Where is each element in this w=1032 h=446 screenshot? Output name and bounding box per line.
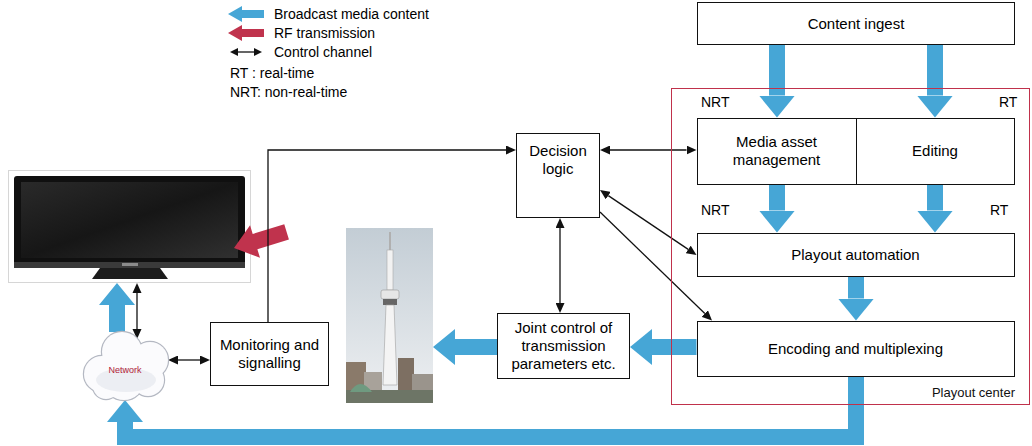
sky	[346, 228, 433, 403]
note-holder: RT : real-time	[230, 65, 314, 81]
rf-arrow	[229, 216, 292, 265]
legend-swatch	[228, 25, 264, 41]
process-box: Joint control of transmission parameters…	[497, 313, 630, 379]
control-arrow	[600, 212, 705, 314]
flow-label: NRT	[700, 202, 731, 218]
flow-label: RT	[989, 202, 1009, 218]
tower-pod	[383, 299, 397, 305]
line-sample	[236, 51, 256, 52]
tower-pod	[381, 290, 399, 299]
abbreviation-note: RT : real-time	[230, 65, 314, 81]
control-arrow	[559, 228, 560, 303]
tv-frame	[9, 171, 251, 283]
arrow-head	[230, 48, 238, 56]
edge-label-holder: RT	[989, 202, 1009, 218]
legend-sample	[226, 25, 266, 41]
abbreviation-note: NRT: non-real-time	[230, 84, 347, 100]
legend-row: RF transmission	[226, 23, 429, 42]
node-label: Media asset management	[704, 133, 850, 169]
control-arrow	[610, 149, 687, 150]
edge-label-holder: NRT	[700, 94, 731, 110]
tv-logo	[122, 263, 138, 266]
media-flow-arrow	[652, 339, 697, 355]
tv-illustration	[9, 171, 251, 283]
node-label: Editing	[912, 142, 958, 160]
node-label: Content ingest	[808, 15, 905, 33]
legend-text: RF transmission	[274, 25, 375, 41]
tower-shaft	[383, 305, 397, 385]
node-label: Playout center	[932, 385, 1015, 401]
edge-label-holder: RT	[998, 94, 1018, 110]
control-line	[136, 292, 137, 330]
tower-photo	[346, 228, 433, 403]
process-box: Playout automation	[697, 233, 1015, 277]
legend: Broadcast media content RF transmissionCo…	[226, 4, 429, 61]
node-label: Encoding and multiplexing	[768, 340, 943, 358]
mast	[387, 250, 393, 290]
media-flow-arrow	[848, 277, 864, 299]
network-cloud: Network	[82, 330, 168, 400]
process-box: Monitoring and signalling	[210, 322, 329, 386]
node-label: Joint control of transmission parameters…	[504, 319, 623, 373]
group-frame: Playout center Media asset management Edit…	[671, 88, 1030, 405]
legend-swatch	[228, 6, 264, 22]
edge-label-holder: NRT	[700, 202, 731, 218]
legend-row: Control channel	[226, 42, 429, 61]
legend-sample	[226, 44, 266, 60]
flow-label: RT	[998, 94, 1018, 110]
process-box: Decision logic	[516, 133, 600, 218]
process-box: Encoding and multiplexing	[697, 321, 1015, 377]
arrow-head	[254, 48, 262, 56]
node-label: Playout automation	[791, 246, 919, 264]
arrow-head	[133, 283, 142, 293]
tv-screen	[21, 182, 238, 258]
media-flow-arrow	[769, 185, 785, 211]
control-arrow	[608, 196, 688, 250]
dome	[350, 384, 372, 392]
node-label: Network	[108, 366, 141, 375]
tv-stand	[92, 268, 168, 279]
tv-bezel	[14, 262, 245, 268]
control-arrow	[268, 150, 506, 322]
legend-row: Broadcast media content	[226, 4, 429, 23]
note-holder: NRT: non-real-time	[230, 84, 347, 100]
antenna	[389, 232, 391, 252]
node-label: Monitoring and signalling	[217, 336, 322, 372]
legend-text: Control channel	[274, 44, 372, 60]
rf-arrow	[229, 216, 292, 265]
process-box: Media asset management	[697, 118, 857, 185]
media-arrow	[433, 329, 497, 365]
media-flow-arrow	[927, 185, 943, 211]
tv-body	[14, 176, 245, 268]
control-line	[133, 283, 142, 339]
flow-label: NRT	[700, 94, 731, 110]
process-box: Editing	[856, 118, 1015, 185]
legend-text: Broadcast media content	[274, 6, 429, 22]
legend-sample	[226, 6, 266, 22]
media-arrow	[99, 283, 135, 332]
process-box: Content ingest	[697, 2, 1015, 45]
node-label: Decision logic	[523, 142, 593, 178]
control-arrow	[178, 359, 200, 360]
